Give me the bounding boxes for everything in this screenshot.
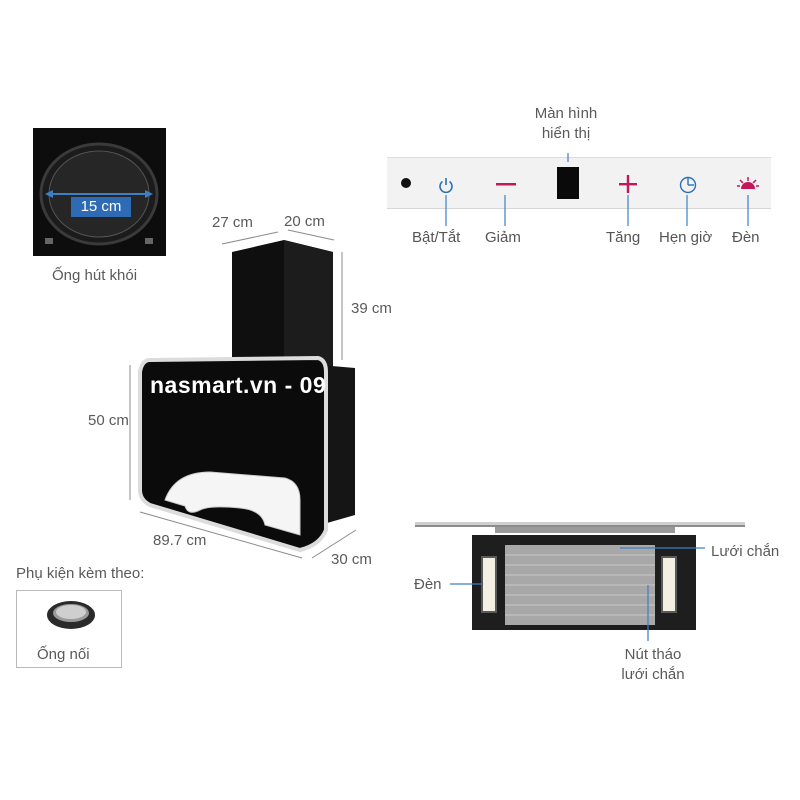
minus-icon[interactable] — [496, 183, 516, 187]
increase-label: Tăng — [606, 229, 641, 246]
dim-27cm-label: 27 cm — [212, 214, 253, 231]
release-label-line1: Nút tháo — [624, 646, 682, 663]
accessories-title: Phụ kiện kèm theo: — [16, 565, 145, 582]
release-label: Nút tháo lưới chắn — [608, 645, 698, 685]
display-screen — [557, 167, 579, 199]
accessory-item-label: Ống nối — [37, 646, 90, 663]
underside-illustration — [415, 522, 745, 641]
accessory-box: Ống nối — [16, 590, 122, 668]
range-hood-illustration — [129, 229, 357, 559]
underside-light-label: Đèn — [414, 576, 442, 593]
duct-diameter-label: 15 cm — [71, 197, 131, 217]
dim-39cm-label: 39 cm — [351, 300, 392, 317]
light-icon[interactable] — [737, 177, 759, 193]
timer-icon[interactable] — [679, 176, 697, 194]
dim-30cm-label: 30 cm — [331, 551, 372, 568]
connector-ring-icon — [47, 601, 95, 629]
duct-photo: 15 cm — [33, 128, 166, 256]
duct-caption: Ống hút khói — [52, 267, 138, 284]
plus-icon[interactable] — [619, 175, 637, 193]
light-label: Đèn — [732, 229, 760, 246]
control-panel-icons — [401, 153, 749, 226]
decrease-label: Giảm — [485, 229, 521, 246]
dim-20cm-label: 20 cm — [284, 213, 325, 230]
duct-illustration — [39, 142, 159, 246]
filter-label: Lưới chắn — [711, 543, 780, 560]
display-label-line1: Màn hình — [534, 105, 598, 122]
display-label: Màn hình hiển thị — [522, 104, 610, 144]
release-label-line2: lưới chắn — [621, 666, 685, 683]
dim-50cm-label: 50 cm — [88, 412, 129, 429]
timer-label: Hẹn giờ — [659, 229, 713, 246]
dim-89-7cm-label: 89.7 cm — [153, 532, 207, 549]
power-label: Bật/Tắt — [412, 229, 461, 246]
display-label-line2: hiển thị — [541, 125, 591, 142]
power-icon[interactable] — [438, 177, 454, 194]
hood-watermark: nasmart.vn - 09 — [150, 372, 327, 398]
